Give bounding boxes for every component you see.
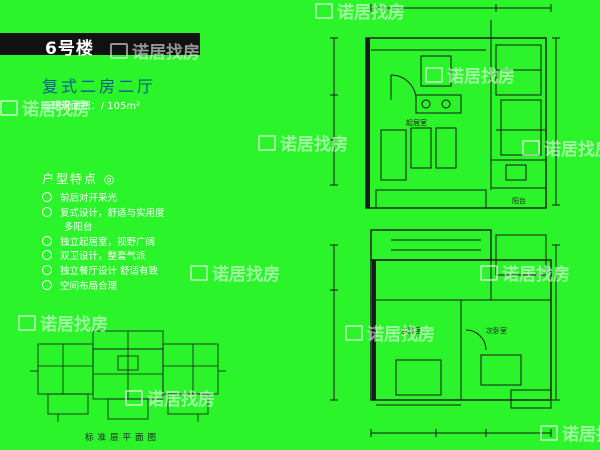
lower-floor-plan bbox=[330, 229, 560, 437]
watermark: 诺居找房 bbox=[540, 420, 600, 445]
house-icon bbox=[315, 3, 333, 19]
bullet-icon bbox=[42, 206, 52, 217]
watermark: 诺居找房 bbox=[522, 135, 600, 160]
feature-item: 独立起居室，视野广阔 bbox=[42, 235, 165, 251]
bullet-icon bbox=[42, 192, 52, 202]
watermark: 诺居找房 bbox=[190, 260, 280, 285]
house-icon bbox=[190, 265, 208, 281]
upper-floor-plan bbox=[330, 4, 560, 209]
watermark: 诺居找房 bbox=[345, 320, 435, 345]
watermark: 诺居找房 bbox=[258, 130, 348, 155]
watermark: 诺居找房 bbox=[110, 38, 200, 63]
house-icon bbox=[540, 425, 558, 441]
thumbnail-caption: 标准层平面图 bbox=[85, 433, 161, 443]
title-bar bbox=[0, 33, 200, 55]
watermark: 诺居找房 bbox=[18, 310, 108, 335]
watermark: 诺居找房 bbox=[425, 62, 515, 87]
feature-item: 双卫设计，整套气派 bbox=[42, 250, 165, 265]
room-label-balcony: 阳台 bbox=[512, 196, 526, 205]
features-list: 前后对开采光 复式设计，舒适与实用度 多阳台 独立起居室，视野广阔 双卫设计，整… bbox=[42, 192, 165, 294]
house-icon bbox=[480, 265, 498, 281]
house-icon bbox=[110, 43, 128, 59]
watermark: 诺居找房 bbox=[315, 0, 405, 23]
watermark: 诺居找房 bbox=[0, 95, 90, 120]
house-icon bbox=[258, 135, 276, 151]
watermark: 诺居找房 bbox=[480, 260, 570, 285]
house-icon bbox=[125, 390, 143, 406]
house-icon bbox=[0, 100, 18, 116]
house-icon bbox=[425, 67, 443, 83]
house-icon bbox=[18, 315, 36, 331]
watermark: 诺居找房 bbox=[125, 385, 215, 410]
bullet-icon bbox=[42, 250, 52, 261]
room-label-living: 起居室 bbox=[406, 118, 427, 127]
bullet-icon bbox=[42, 235, 52, 246]
floor-plans: 起居室 阳台 主卧室 次卧室 bbox=[330, 4, 560, 437]
room-label-second: 次卧室 bbox=[486, 326, 507, 335]
feature-item: 独立餐厅设计 舒适有致 bbox=[42, 264, 165, 280]
feature-item: 前后对开采光 bbox=[42, 192, 165, 207]
bullet-icon bbox=[42, 279, 52, 290]
feature-item: 空间布局合理 bbox=[42, 279, 165, 295]
layout-type: 复式二房二厅 bbox=[42, 77, 157, 96]
house-icon bbox=[522, 140, 540, 156]
building-title: 6号楼 bbox=[45, 39, 94, 59]
features-title: 户型特点 ◎ bbox=[42, 172, 117, 186]
standard-floor-plan-thumbnail bbox=[30, 330, 226, 422]
feature-item: 多阳台 bbox=[64, 222, 93, 234]
feature-item: 复式设计，舒适与实用度 bbox=[42, 206, 165, 222]
room-label-master: 主卧室 bbox=[401, 326, 422, 335]
house-icon bbox=[345, 325, 363, 341]
area-label: ◎建筑面积：/ 105m² bbox=[42, 101, 141, 112]
bullet-icon bbox=[42, 264, 52, 275]
